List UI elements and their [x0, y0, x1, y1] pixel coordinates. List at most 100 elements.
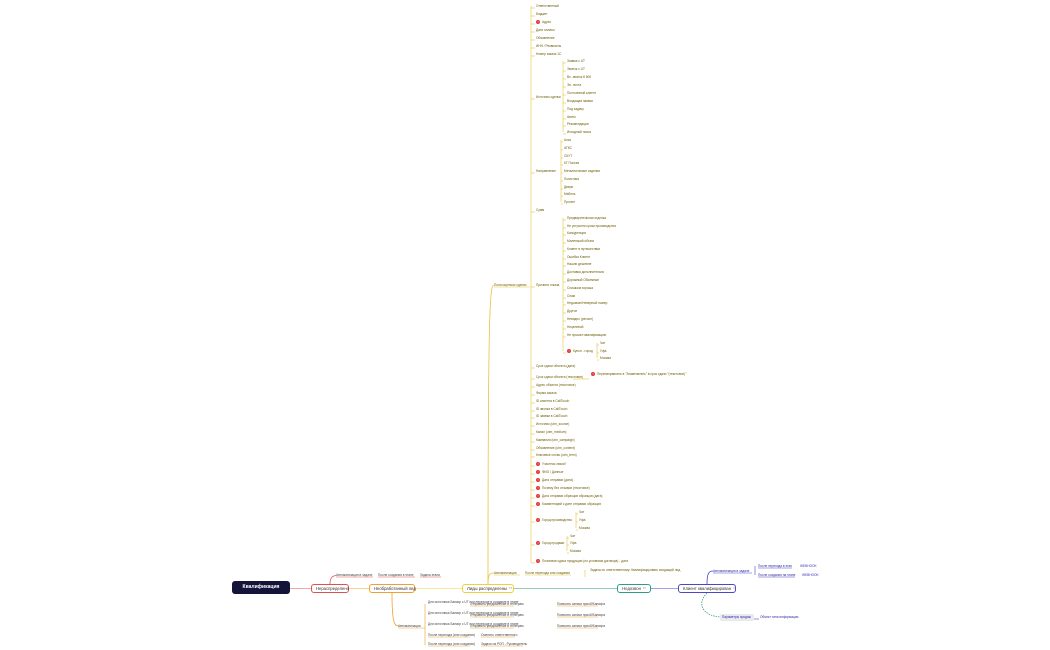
red-posle[interactable]: После создания в этапе: [378, 573, 414, 577]
prichina-item[interactable]: Не устроили сроки производства: [567, 224, 616, 228]
prichina-item[interactable]: Доставка дополнительно: [567, 270, 604, 274]
prichina-item[interactable]: Конкуренция: [567, 231, 586, 235]
orange-r5b[interactable]: Задачи на РОП - Руководитель: [481, 642, 527, 646]
prichina-item[interactable]: Клиент в путешествии: [567, 247, 600, 251]
napravlenie-item[interactable]: АТКС: [564, 146, 572, 150]
poles-warn-item[interactable]: !Дата отправки (дата): [536, 478, 573, 483]
orange-row-c[interactable]: Повесить записи приоб/Банкира: [557, 624, 605, 628]
poles-last[interactable]: !Плановая сдача продукции (по условиям д…: [536, 559, 628, 564]
gpr-item[interactable]: Чат: [570, 534, 575, 538]
poles-mid-item[interactable]: Кампания (utm_campaign): [536, 438, 575, 442]
istochnik-item[interactable]: Исходный поиск: [567, 130, 591, 134]
istochnik-item[interactable]: Заявка с UT: [567, 59, 585, 63]
orange-r4a[interactable]: После перехода (или создания): [428, 633, 475, 637]
prichina-item[interactable]: Маленький объем: [567, 239, 594, 243]
poles-srok[interactable]: Срок сдачи объекта (дата): [536, 364, 575, 368]
poles-istochnik[interactable]: Источник сделки: [536, 95, 561, 99]
istochnik-item[interactable]: Вх. звонок 8 800: [567, 75, 591, 79]
istochnik-item[interactable]: Под задачу: [567, 107, 584, 111]
gp-item[interactable]: Москва: [579, 526, 590, 530]
prichina-item[interactable]: Спам: [567, 294, 575, 298]
prichina-item[interactable]: Другое: [567, 309, 577, 313]
napravlenie-item[interactable]: Логистика: [564, 177, 579, 181]
red-zadacha[interactable]: Задача этапа: [420, 573, 440, 577]
orange-row-a[interactable]: Для источника Банкир с UT при переходе в…: [428, 611, 518, 615]
poles-mid-item[interactable]: Объявление (utm_content): [536, 446, 575, 450]
gp-item[interactable]: Уфа: [579, 518, 585, 522]
kupon-item[interactable]: Чат: [600, 341, 605, 345]
napravlenie-item[interactable]: СКУТ: [564, 154, 572, 158]
gpr-item[interactable]: Москва: [570, 549, 581, 553]
prichina-item[interactable]: Нашли дешевле: [567, 262, 591, 266]
istochnik-item[interactable]: Авито: [567, 115, 576, 119]
napravlenie-item[interactable]: КГ Постав: [564, 161, 579, 165]
orange-row-b[interactable]: Отправить уведомление в телеграм: [470, 602, 524, 606]
prichina-item[interactable]: Предварительная отделка: [567, 216, 606, 220]
poles-mid-item[interactable]: Источник (utm_source): [536, 422, 569, 426]
poles-mid-item[interactable]: Ключевое слово (utm_term): [536, 453, 577, 457]
yellow-poles[interactable]: Поля карточки сделки: [494, 283, 526, 287]
blue-prod[interactable]: Параметры продаж: [722, 615, 751, 619]
poles-warn-item[interactable]: !Почему без отзывов (текстовое): [536, 486, 590, 491]
node-nerasrpeleno[interactable]: Нераспределено: [311, 584, 349, 593]
blue-r1-webhook[interactable]: WEBHOOK: [800, 564, 817, 568]
napravlenie-item[interactable]: Алко: [564, 138, 571, 142]
prichina-item[interactable]: Ошибка Клиент: [567, 255, 590, 259]
istochnik-item[interactable]: Эл. почта: [567, 83, 581, 87]
red-auto[interactable]: Автоматизация в задаче: [336, 573, 372, 577]
poles-item[interactable]: Дата оплаты: [536, 28, 555, 32]
gpr-item[interactable]: Уфа: [570, 541, 576, 545]
poles-prichina[interactable]: Причина отказа: [536, 283, 559, 287]
poles-item[interactable]: Бюджет: [536, 12, 548, 16]
yellow-auto[interactable]: Автоматизация: [494, 571, 517, 575]
poles-mid-item[interactable]: Форма заказа: [536, 391, 557, 395]
poles-gorod-proizv[interactable]: !Город производства: [536, 518, 572, 523]
prichina-item[interactable]: Нецелевой: [567, 325, 583, 329]
prichina-item[interactable]: Дорожный Обьемные: [567, 278, 599, 282]
gp-item[interactable]: Чат: [579, 510, 584, 514]
poles-mid-item[interactable]: ID заявки в CallTouch: [536, 414, 567, 418]
poles-napravlenie[interactable]: Направление: [536, 169, 556, 173]
poles-mid-item[interactable]: Канал (utm_medium): [536, 430, 566, 434]
kupon-item[interactable]: Москва: [600, 356, 611, 360]
napravlenie-item[interactable]: Металлические изделия: [564, 169, 600, 173]
prichina-item[interactable]: Невидно (регион): [567, 317, 593, 321]
poles-warn-item[interactable]: !Комментарий к дате отправки образцов: [536, 502, 601, 507]
poles-mid-item[interactable]: ID звонка в CallTouch: [536, 407, 567, 411]
blue-r2[interactable]: После создания на этапе: [758, 573, 795, 577]
prichina-item[interactable]: Слишком хороша: [567, 286, 593, 290]
orange-row-a[interactable]: Для источника Банкир с UT при переходе в…: [428, 600, 518, 604]
orange-row-b[interactable]: Отправить уведомление в телеграм: [470, 624, 524, 628]
napravlenie-item[interactable]: Двери: [564, 185, 573, 189]
poles-item[interactable]: Номер заказа 1С: [536, 52, 561, 56]
orange-auto[interactable]: Автоматизация: [398, 624, 421, 628]
prichina-item[interactable]: Не прошел квалификацию: [567, 333, 606, 337]
istochnik-item[interactable]: Рекомендация: [567, 122, 589, 126]
istochnik-item[interactable]: Звонок с UT: [567, 67, 585, 71]
poles-summa[interactable]: Сумм: [536, 208, 544, 212]
poles-gorod-prod[interactable]: !Город продажи: [536, 541, 564, 546]
poles-mid-item[interactable]: Адрес объекта (текстовое): [536, 383, 576, 387]
root-node[interactable]: Квалификация: [232, 581, 290, 594]
node-neobrabotan[interactable]: Необработанный лид: [369, 584, 416, 593]
orange-row-c[interactable]: Повесить записи приоб/Банкира: [557, 613, 605, 617]
srok2-child[interactable]: !Перенаправлять в "Знаменатель" в срок с…: [591, 372, 686, 377]
napravlenie-item[interactable]: Прочее: [564, 200, 575, 204]
prichina-item[interactable]: Недозвон/Неверный номер: [567, 301, 607, 305]
istochnik-item[interactable]: Постоянный клиент: [567, 91, 596, 95]
poles-srok2[interactable]: Срок сдачи объекта (текстовое): [536, 375, 583, 379]
poles-warn-item[interactable]: !Дата отправки образцов образцов (дата): [536, 494, 602, 499]
poles-warn-item[interactable]: !Участник связи?: [536, 462, 566, 467]
blue-r2-webhook[interactable]: WEBHOOK: [802, 573, 819, 577]
yellow-auto-child[interactable]: После перехода или создания: [525, 571, 570, 575]
orange-row-c[interactable]: Повесить записи приоб/Банкира: [557, 602, 605, 606]
poles-warn-item[interactable]: !ФИО / Данные: [536, 470, 563, 475]
napravlenie-item[interactable]: Мебель: [564, 192, 575, 196]
prichina-kupon[interactable]: !Купон - город: [567, 349, 593, 354]
orange-row-a[interactable]: Для источника Банкир с UT при переходе в…: [428, 622, 518, 626]
istochnik-item[interactable]: Входящая заявка: [567, 99, 593, 103]
orange-r5a[interactable]: После перехода (или создания): [428, 642, 475, 646]
poles-item[interactable]: ИНН / Реквизиты: [536, 44, 561, 48]
